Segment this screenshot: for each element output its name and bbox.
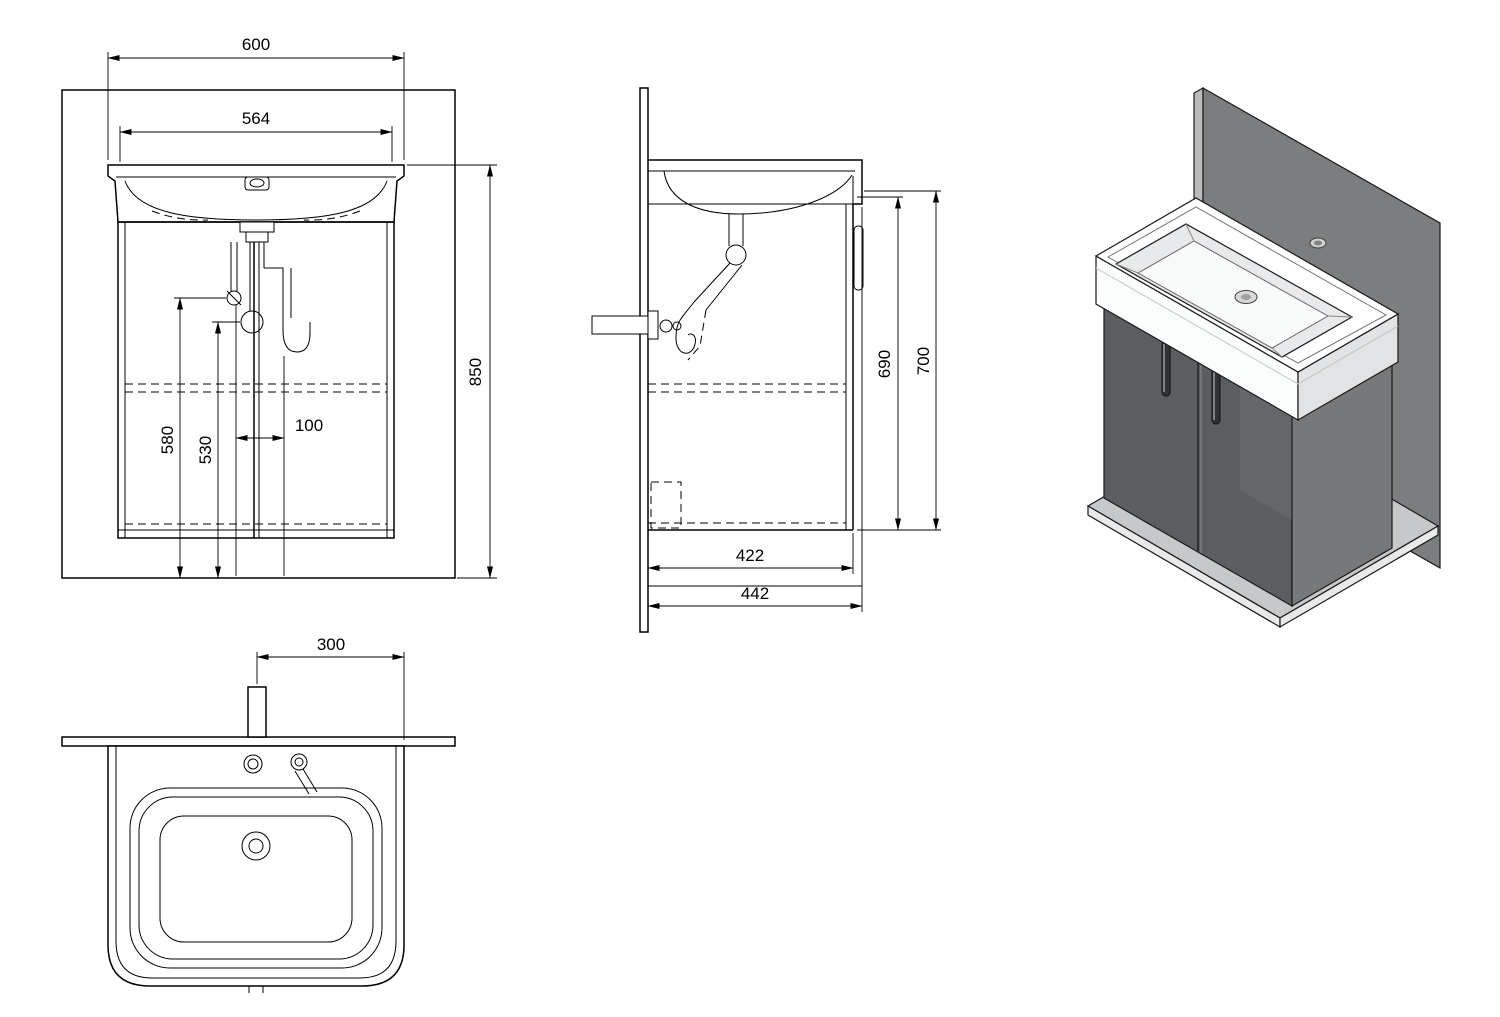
drain-hole-top-inner <box>248 838 264 854</box>
iso-faucet-hole-inner <box>1314 240 1322 246</box>
overflow-fitting-top-inner <box>294 757 304 767</box>
drain-hole-top <box>241 831 271 861</box>
slant-pipe-2 <box>705 264 743 311</box>
isometric-view <box>1086 86 1441 629</box>
basin-inner-rim-top <box>115 746 397 979</box>
waste-flange <box>239 221 275 233</box>
iso-door-sheen <box>1240 378 1292 520</box>
bowl-hidden-right <box>303 210 361 221</box>
dim-basin-width: 564 <box>119 109 393 162</box>
dim-overall-depth: 442 <box>647 207 863 612</box>
bowl-rim-top <box>129 787 383 969</box>
faucet-hole-top <box>243 754 263 774</box>
dim-overall-height-side: 700 <box>857 190 941 531</box>
iso-basin-lip-side <box>1297 325 1399 385</box>
washbasin-front <box>107 164 405 223</box>
trap-nut-side <box>725 244 747 266</box>
bowl-contour <box>124 180 388 221</box>
bowl-profile <box>663 170 853 215</box>
iso-base-plate-edge-right <box>1279 524 1439 629</box>
iso-handle-left <box>1161 339 1171 397</box>
dim-waste-height: 530 <box>196 321 240 579</box>
wall-outlet-pipe <box>591 315 649 335</box>
slant-pipe-1 <box>693 262 731 303</box>
waste-body <box>245 231 269 243</box>
bowl-floor-top <box>159 815 353 943</box>
washbasin-side <box>648 159 863 205</box>
top-view: 300 <box>61 635 456 993</box>
dim-cabinet-height: 690 <box>857 196 903 531</box>
faucet-hole-ellipse <box>249 178 265 188</box>
outlet-nut-1 <box>659 319 673 333</box>
door-handle-side <box>853 225 864 291</box>
iso-bowl-slant-3 <box>1327 315 1353 318</box>
front-view: 600 564 850 580 530 100 <box>61 35 497 579</box>
hidden-pipe-side <box>687 309 707 361</box>
cabinet-front <box>117 221 395 539</box>
overflow-fitting-top <box>290 753 308 771</box>
wall-panel-top <box>61 736 456 747</box>
bowl-mid-top <box>138 796 374 960</box>
p-trap <box>264 267 311 353</box>
dim-cabinet-depth-label: 422 <box>736 546 764 565</box>
iso-drain-inner <box>1241 294 1251 300</box>
dim-overall-height-side-label: 700 <box>914 347 933 375</box>
dim-cabinet-height-label: 690 <box>875 350 894 378</box>
side-view: 690 700 422 442 <box>591 87 941 633</box>
dim-drain-offset: 100 <box>235 416 323 441</box>
supply-valve <box>226 290 242 306</box>
dim-cabinet-depth: 422 <box>647 533 854 574</box>
overflow-pipe-2 <box>294 770 310 795</box>
bowl-hidden-left <box>151 210 209 221</box>
faucet-supply-pipe <box>247 686 267 738</box>
dim-overall-height: 850 <box>407 164 497 579</box>
dim-overall-height-label: 850 <box>466 358 485 386</box>
wall-panel <box>61 89 456 579</box>
outlet-escutcheon <box>647 310 659 340</box>
faucet-hole-top-inner <box>247 758 259 770</box>
iso-bowl-slant-4 <box>1271 347 1283 358</box>
dim-center-to-edge: 300 <box>256 635 405 740</box>
dim-supply-height-label: 580 <box>158 426 177 454</box>
dim-overall-depth-label: 442 <box>741 584 769 603</box>
dim-overall-width: 600 <box>107 35 405 160</box>
dim-overall-width-label: 600 <box>242 35 270 54</box>
iso-bowl-slant-2 <box>1185 223 1195 242</box>
bracket-hidden <box>650 481 682 529</box>
basin-outline-top <box>107 745 405 987</box>
overflow-pipe-1 <box>302 768 318 793</box>
dim-waste-height-label: 530 <box>196 436 215 464</box>
bottle-trap <box>240 310 264 334</box>
trap-curve-side <box>675 301 696 354</box>
faucet-hole <box>244 176 270 191</box>
valve-handle <box>226 290 242 306</box>
iso-bowl-slant-1 <box>1115 263 1139 274</box>
iso-basin-lip-front <box>1095 267 1299 385</box>
dim-drain-offset-label: 100 <box>295 416 323 435</box>
dim-center-to-edge-label: 300 <box>317 635 345 654</box>
iso-handle-right <box>1211 367 1221 425</box>
wall-panel-side <box>639 87 649 633</box>
dim-basin-width-label: 564 <box>242 109 270 128</box>
dim-supply-height: 580 <box>158 297 226 579</box>
